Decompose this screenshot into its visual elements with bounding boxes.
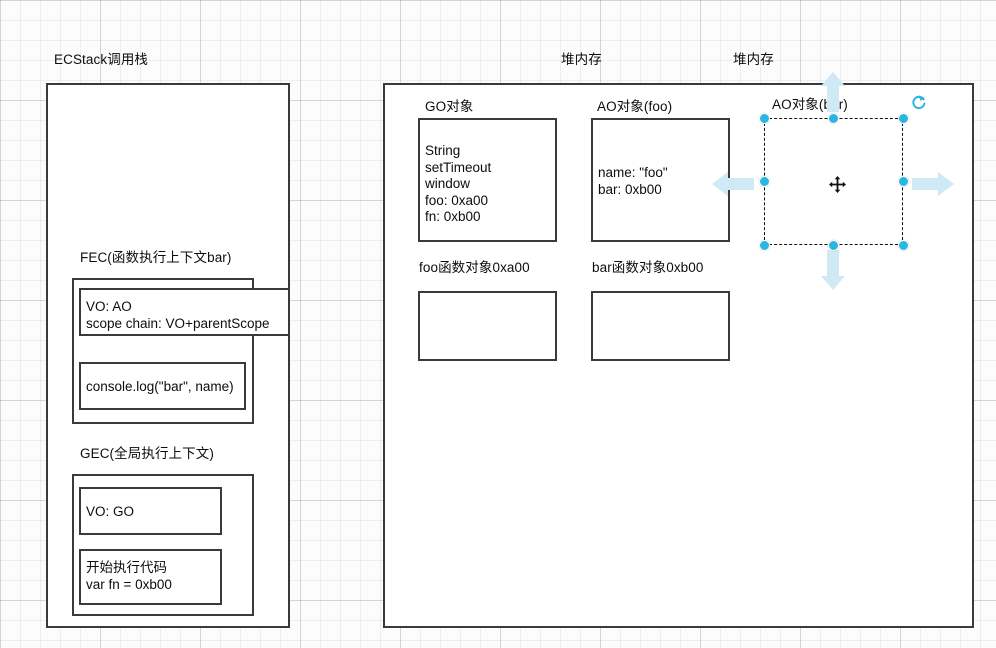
- go-object-title: GO对象: [425, 99, 474, 114]
- resize-handle-s[interactable]: [828, 239, 839, 251]
- resize-handle-e[interactable]: [897, 176, 909, 187]
- resize-handle-w[interactable]: [758, 176, 770, 187]
- resize-handle-se[interactable]: [897, 239, 909, 251]
- rotate-icon[interactable]: [910, 94, 927, 116]
- resize-handle-sw[interactable]: [758, 239, 770, 251]
- fec-code-text: console.log("bar", name): [86, 379, 234, 394]
- ecstack-title: ECStack调用栈: [54, 52, 149, 67]
- fec-title: FEC(函数执行上下文bar): [80, 250, 232, 265]
- fec-vo-box[interactable]: VO: AO scope chain: VO+parentScope: [79, 288, 290, 336]
- foo-fn-object-title: foo函数对象0xa00: [419, 260, 530, 275]
- resize-handle-ne[interactable]: [897, 112, 909, 124]
- gec-vo-text: VO: GO: [86, 504, 135, 519]
- heap-label-left: 堆内存: [561, 52, 602, 67]
- ao-foo-title: AO对象(foo): [597, 99, 673, 114]
- bar-fn-object-title: bar函数对象0xb00: [592, 260, 704, 275]
- ao-foo-text: name: "foo" bar: 0xb00: [598, 165, 668, 197]
- go-object-text: String setTimeout window foo: 0xa00 fn: …: [425, 143, 492, 225]
- resize-handle-nw[interactable]: [758, 112, 770, 124]
- connect-arrow-right[interactable]: [912, 172, 954, 201]
- gec-vo-box[interactable]: VO: GO: [79, 487, 222, 535]
- foo-fn-object-box[interactable]: [418, 291, 557, 361]
- fec-code-box[interactable]: console.log("bar", name): [79, 362, 246, 410]
- gec-code-box[interactable]: 开始执行代码 var fn = 0xb00: [79, 549, 222, 605]
- connect-arrow-up[interactable]: [821, 72, 845, 117]
- go-object-box[interactable]: String setTimeout window foo: 0xa00 fn: …: [418, 118, 557, 242]
- resize-handle-n[interactable]: [828, 112, 839, 124]
- gec-title: GEC(全局执行上下文): [80, 446, 214, 461]
- fec-vo-text: VO: AO scope chain: VO+parentScope: [86, 299, 270, 331]
- connect-arrow-left[interactable]: [712, 172, 754, 201]
- heap-label-right: 堆内存: [733, 52, 774, 67]
- bar-fn-object-box[interactable]: [591, 291, 730, 361]
- connect-arrow-down[interactable]: [821, 250, 845, 295]
- ao-foo-box[interactable]: name: "foo" bar: 0xb00: [591, 118, 730, 242]
- move-cross-icon[interactable]: [829, 176, 846, 198]
- gec-code-text: 开始执行代码 var fn = 0xb00: [86, 560, 172, 592]
